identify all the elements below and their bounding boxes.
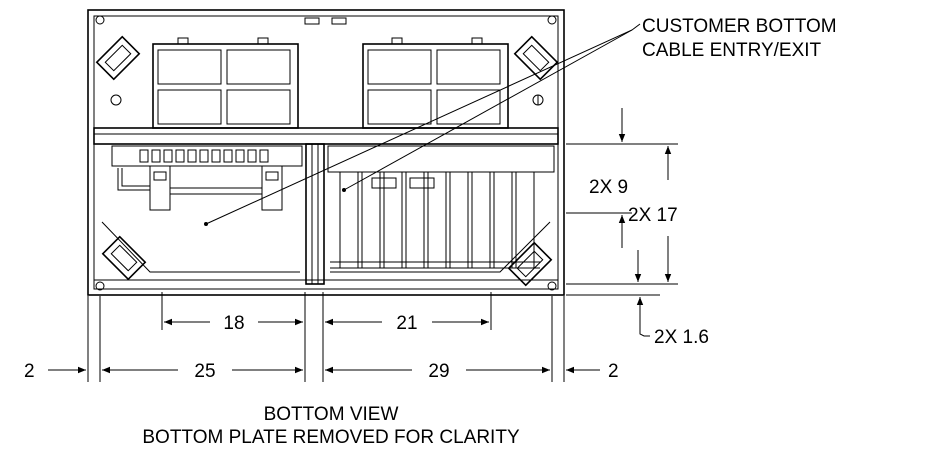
center-column: [305, 143, 325, 285]
caption-title: BOTTOM VIEW: [264, 404, 399, 425]
dimension-18: 18: [164, 313, 303, 334]
dim-29-label: 29: [428, 361, 449, 382]
dim-2x17-label: 2X 17: [628, 205, 678, 226]
enclosure: [87, 9, 565, 296]
right-filter-panel: [362, 43, 509, 129]
dimension-21: 21: [325, 313, 489, 334]
cable-entry-callout: CUSTOMER BOTTOM CABLE ENTRY/EXIT: [204, 16, 837, 226]
left-filter-panel: [152, 43, 299, 129]
front-rail: [93, 127, 559, 145]
view-caption: BOTTOM VIEW BOTTOM PLATE REMOVED FOR CLA…: [142, 404, 520, 448]
extension-lines: [87, 292, 565, 382]
dimension-25: 25: [102, 361, 303, 382]
dimension-2x17: 2X 17: [566, 146, 678, 285]
dim-18-label: 18: [223, 313, 244, 334]
dim-2-right-label: 2: [608, 361, 619, 382]
callout-line1: CUSTOMER BOTTOM: [642, 16, 837, 37]
dimension-2-left: 2: [24, 361, 86, 382]
dimension-2-right: 2: [566, 361, 619, 382]
left-busbar-assembly: [111, 145, 303, 211]
dim-25-label: 25: [194, 361, 215, 382]
callout-line2: CABLE ENTRY/EXIT: [642, 40, 822, 61]
dim-2-left-label: 2: [24, 361, 35, 382]
dimension-2x9: 2X 9: [566, 108, 678, 248]
dimension-2x1-6: 2X 1.6: [566, 250, 709, 348]
dim-21-label: 21: [396, 313, 417, 334]
dim-2x1-6-label: 2X 1.6: [654, 327, 709, 348]
right-module-rack: [327, 145, 555, 269]
enclosure-inner-outline: [93, 15, 559, 290]
enclosure-outline: [87, 9, 565, 296]
dimension-29: 29: [325, 361, 550, 382]
dim-2x9-label: 2X 9: [589, 177, 628, 198]
caption-subtitle: BOTTOM PLATE REMOVED FOR CLARITY: [142, 427, 520, 448]
corner-brackets: [95, 35, 559, 287]
